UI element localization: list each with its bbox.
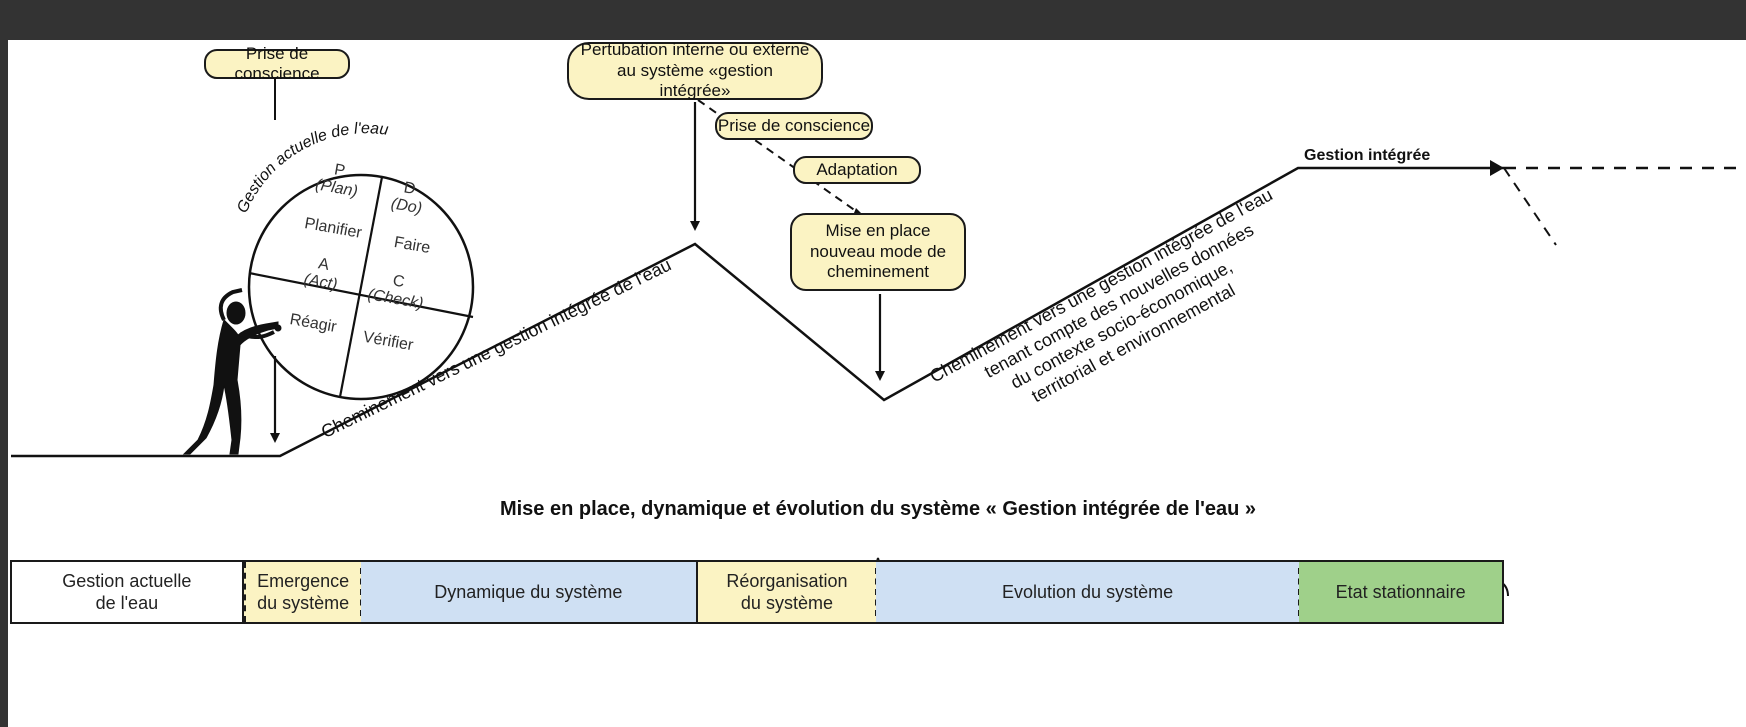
timeline-bar: Gestion actuelle de l'eau Emergence du s…	[10, 560, 1504, 624]
dashed-branch	[1503, 167, 1557, 246]
awareness-pill-second: Prise de conscience	[715, 112, 873, 140]
timeline-segment-stationary: Etat stationnaire	[1299, 562, 1502, 622]
person-figure	[182, 288, 282, 455]
adaptation-pill: Adaptation	[793, 156, 921, 184]
timeline-segment-current: Gestion actuelle de l'eau	[12, 562, 244, 622]
disturbance-pill: Pertubation interne ou externe au systèm…	[567, 40, 823, 100]
awareness-pill-start: Prise de conscience	[204, 44, 350, 83]
integrated-label: Gestion intégrée	[1304, 147, 1431, 164]
pdca-circle	[247, 173, 475, 401]
progress-path	[11, 166, 1504, 458]
diagram-caption: Mise en place, dynamique et évolution du…	[499, 498, 1257, 520]
timeline-segment-dynamics: Dynamique du système	[360, 562, 699, 622]
timeline-segment-reorganisation: Réorganisation du système	[698, 562, 877, 622]
timeline-segment-evolution: Evolution du système	[875, 562, 1301, 622]
new-path-box: Mise en place nouveau mode de cheminemen…	[790, 213, 966, 291]
timeline-segment-emergence: Emergence du système	[243, 562, 362, 622]
